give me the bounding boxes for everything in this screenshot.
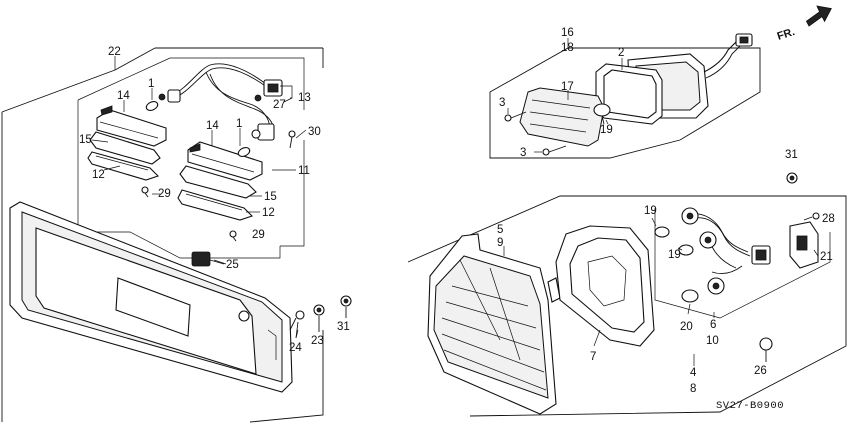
label-14-upper: 14 — [117, 90, 130, 102]
nut-23-part — [313, 304, 325, 332]
nut-31-left-part — [340, 295, 352, 318]
label-12-lower: 12 — [262, 207, 275, 219]
taillight-housing-part — [427, 233, 561, 415]
marker-gasket-part — [595, 63, 663, 125]
label-27: 27 — [273, 99, 286, 111]
screw-29-part — [141, 186, 237, 242]
nut-26-part — [759, 337, 773, 362]
label-21: 21 — [820, 251, 833, 263]
screw-24-part — [289, 310, 305, 339]
clip-25-part — [191, 251, 225, 267]
tail-harness-part — [681, 207, 771, 295]
nut-31-right-part — [786, 172, 798, 184]
label-1-upper: 1 — [148, 78, 154, 90]
bulb-1-lower-part — [237, 147, 251, 157]
label-19-upper: 19 — [644, 205, 657, 217]
license-lamp-upper-part — [87, 105, 167, 181]
screw-3-upper-part — [504, 111, 527, 122]
label-29-lower: 29 — [252, 229, 265, 241]
label-20: 20 — [680, 321, 693, 333]
label-6: 6 — [710, 319, 716, 331]
part-number-labels: 22 1 14 15 12 1 14 13 27 30 11 15 12 29 … — [79, 27, 835, 412]
screw-30-part — [288, 130, 296, 149]
label-16: 16 — [561, 27, 574, 39]
label-23: 23 — [311, 335, 324, 347]
label-15-lower: 15 — [264, 191, 277, 203]
label-8: 8 — [690, 383, 696, 395]
label-19-mid: 19 — [668, 249, 681, 261]
license-garnish-part — [9, 201, 293, 393]
label-29-upper: 29 — [158, 188, 171, 200]
diagram-code: SV27-B0900 — [716, 400, 784, 412]
screw-28-part — [803, 212, 820, 221]
clip-27-part — [254, 94, 262, 102]
label-31-left: 31 — [337, 321, 350, 333]
screw-3-lower-part — [542, 145, 567, 156]
label-28: 28 — [822, 213, 835, 225]
taillight-frame — [407, 195, 847, 417]
fr-label: FR. — [776, 26, 797, 43]
label-4: 4 — [690, 367, 697, 379]
label-25: 25 — [226, 259, 239, 271]
front-direction-arrow: FR. — [776, 5, 832, 43]
label-3-upper: 3 — [499, 97, 505, 109]
label-9: 9 — [497, 237, 503, 249]
label-11: 11 — [298, 165, 310, 177]
label-26: 26 — [754, 365, 767, 377]
tail-bulbs-part — [654, 226, 699, 303]
connector-21-part — [789, 221, 819, 269]
left-group-frame — [1, 47, 324, 423]
marker-lens-part — [519, 87, 605, 147]
bulb-1-upper-part — [145, 101, 159, 111]
license-harness-part — [158, 63, 283, 141]
front-marker-frame — [489, 47, 761, 159]
marker-bulb-19-part — [593, 103, 611, 125]
leader-lines — [91, 38, 819, 366]
label-10: 10 — [706, 335, 719, 347]
label-18: 18 — [561, 42, 574, 54]
label-22: 22 — [108, 46, 121, 58]
label-7: 7 — [590, 351, 596, 363]
label-19-marker: 19 — [600, 124, 613, 136]
label-14-lower: 14 — [206, 120, 219, 132]
label-24: 24 — [289, 342, 302, 354]
label-5: 5 — [497, 224, 503, 236]
label-1-lower: 1 — [236, 118, 242, 130]
label-17: 17 — [561, 81, 574, 93]
label-12-upper: 12 — [92, 169, 105, 181]
label-3-lower: 3 — [520, 147, 526, 159]
license-lamp-lower-part — [177, 141, 263, 221]
taillight-gasket-part — [555, 225, 655, 347]
label-13: 13 — [298, 92, 311, 104]
label-15-upper: 15 — [79, 134, 92, 146]
lamp-subassembly-frame — [77, 57, 305, 259]
label-30: 30 — [308, 126, 321, 138]
label-31-right: 31 — [785, 149, 798, 161]
label-2: 2 — [618, 47, 624, 59]
